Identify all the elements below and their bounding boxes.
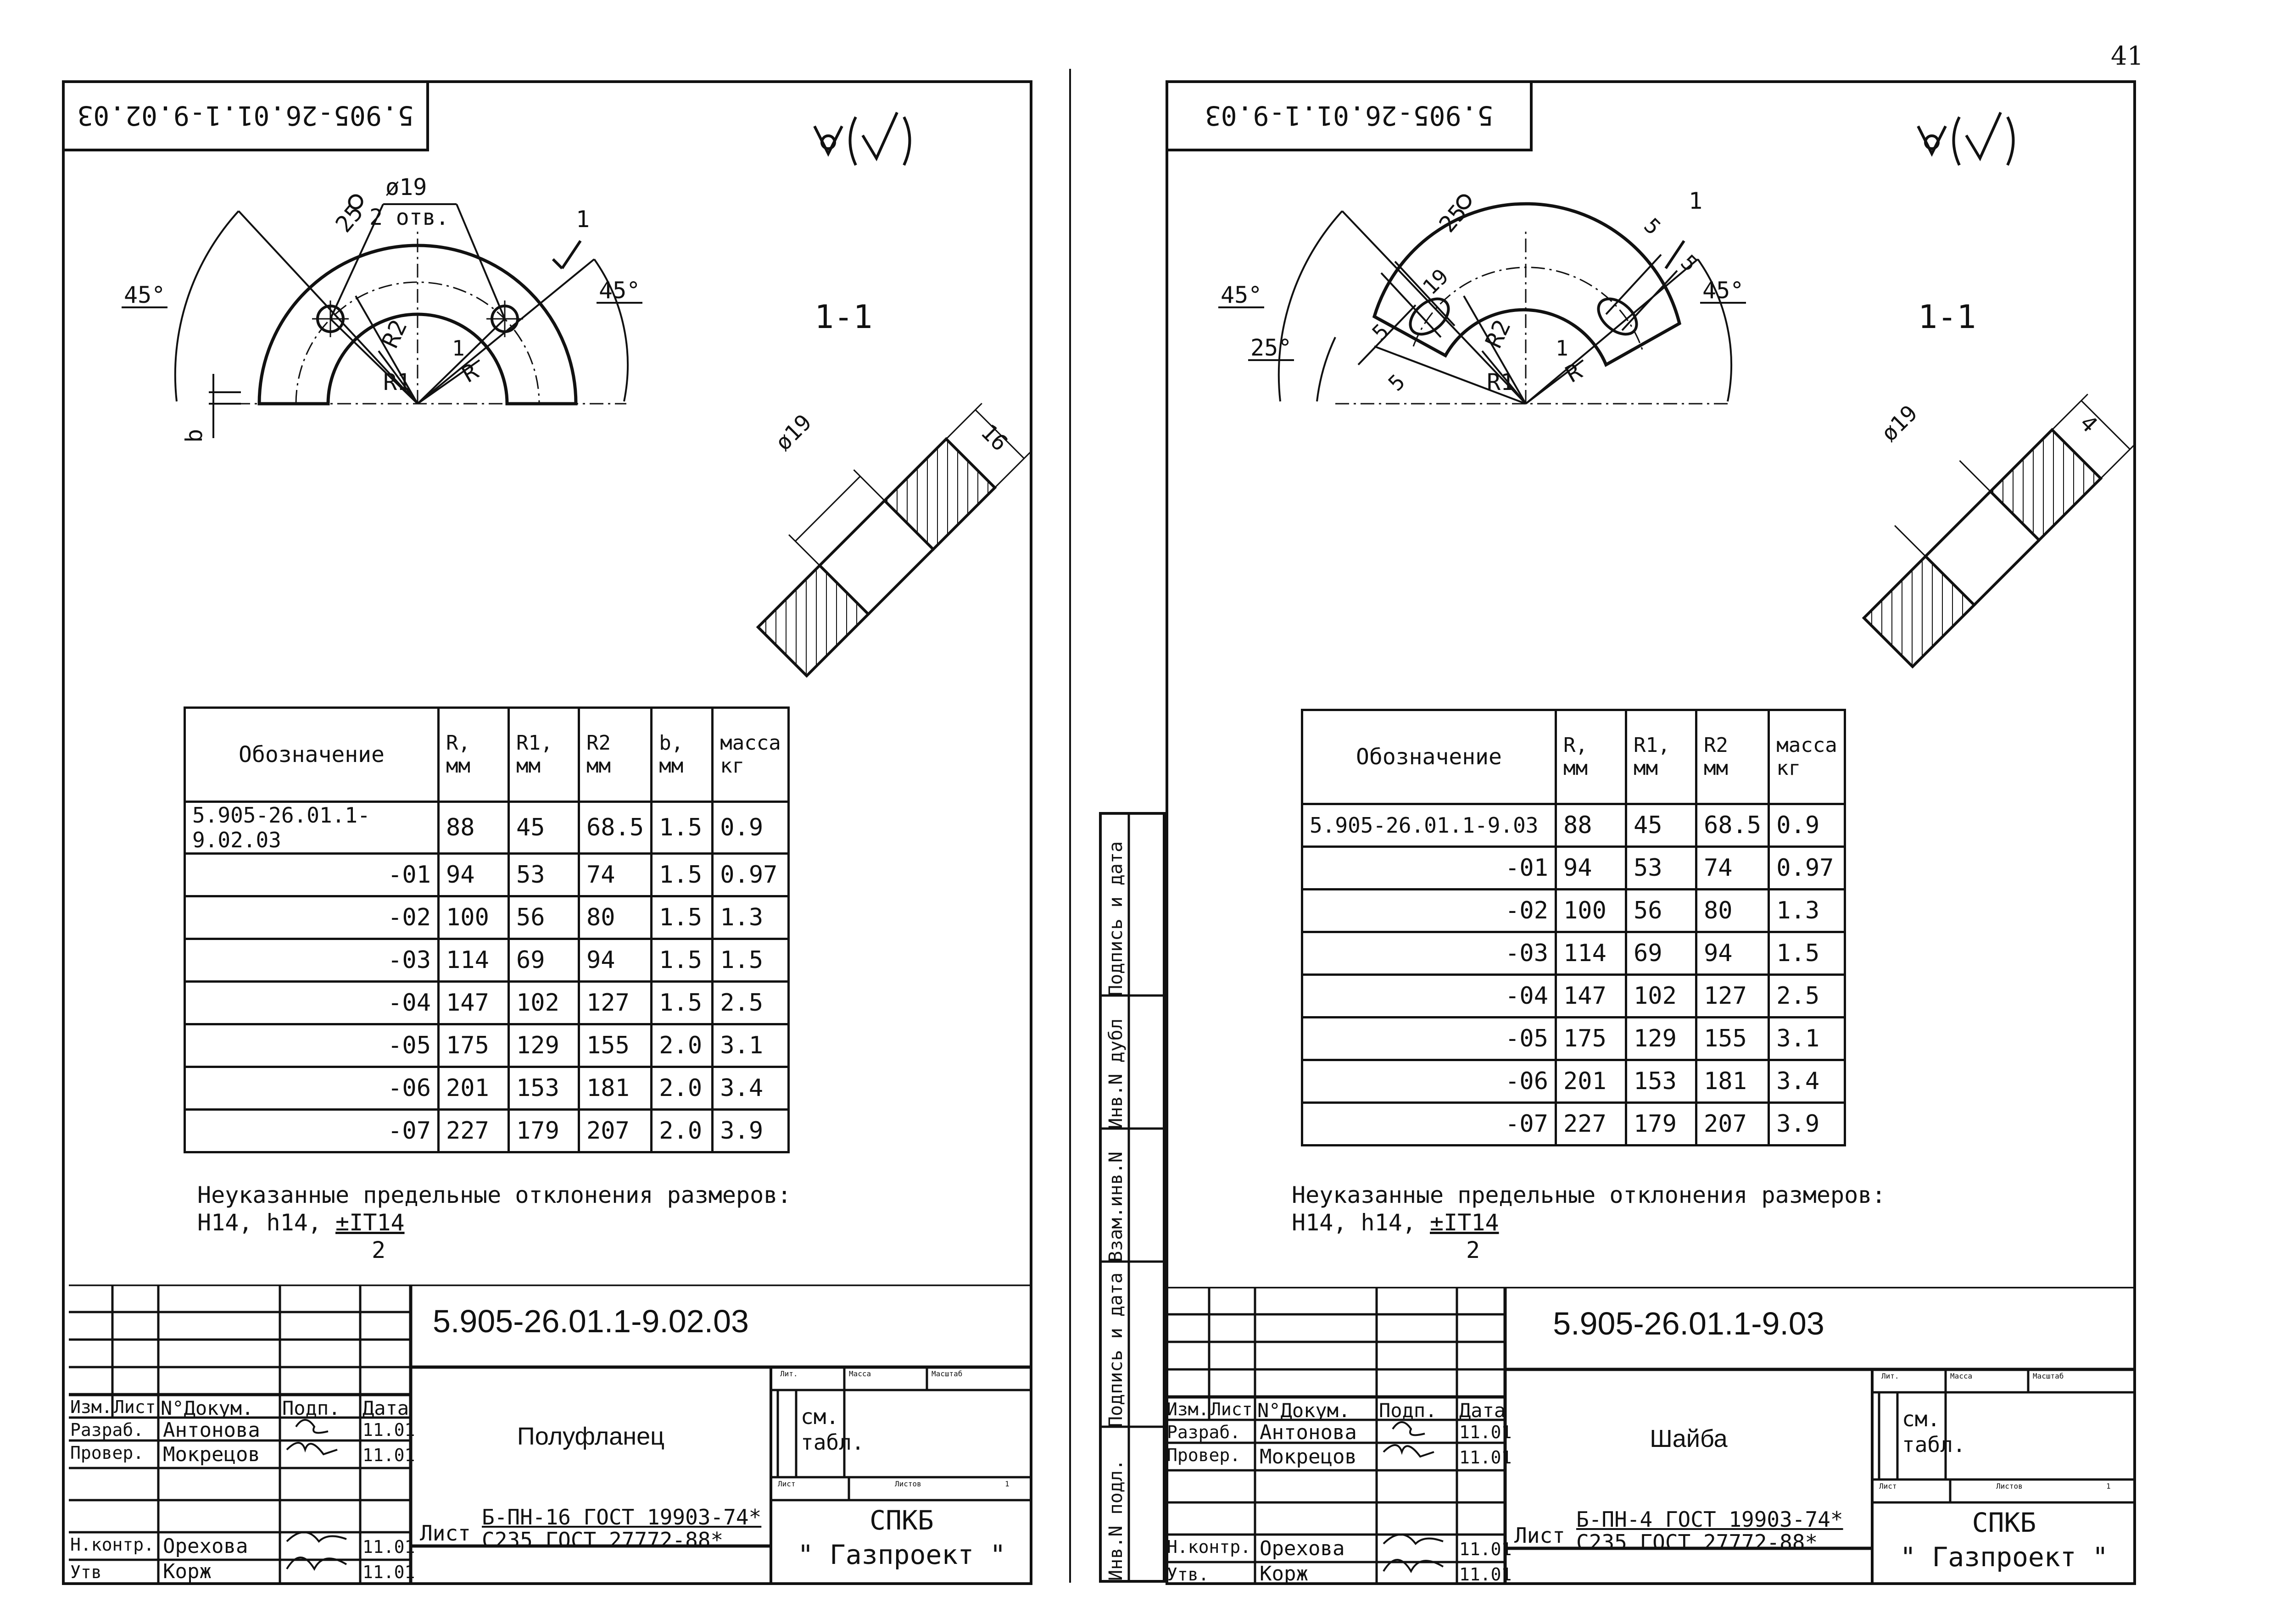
svg-text:1: 1 (1689, 188, 1702, 214)
svg-text:25°: 25° (1250, 334, 1292, 361)
left-title-block: 5.905-26.01.1-9.02.03 Полуфланец Лит. Ма… (69, 1285, 1032, 1583)
right-part-name: Шайба (1650, 1425, 1728, 1452)
right-drawing: 25 19 45° 25° 45° 1 1 R R1 R2 5 5 5 5 1-… (1218, 111, 2136, 669)
right-spec-table: Обозначение R, мм R1, мм R2 мм масса кг … (1301, 709, 1846, 1146)
svg-text:ø19: ø19 (1876, 400, 1923, 447)
th-r1: R1, мм (508, 706, 580, 803)
sec-thick: 16 (976, 419, 1013, 456)
svg-text:5: 5 (1383, 369, 1410, 396)
sheet-divider (1069, 69, 1071, 1583)
signatures (286, 1419, 347, 1571)
dim-r1: R1 (383, 369, 411, 395)
left-drawing: 25 ø19 2 отв. 45° 45° 1 1 R R1 R2 b 1-1 … (122, 111, 1031, 678)
page-number: 41 (2111, 41, 2144, 71)
dim-25: 25 (330, 199, 368, 237)
svg-text:25: 25 (1434, 199, 1472, 237)
th-r2: R2 мм (577, 706, 653, 803)
left-spec-table: Обозначение R, мм R1, мм R2 мм b, мм мас… (184, 706, 790, 1153)
right-tolerance-note: Неуказанные предельные отклонения размер… (1292, 1182, 1886, 1263)
roughness-symbol (813, 111, 911, 166)
dim-b: b (181, 429, 207, 443)
section-mark: 1 (576, 206, 590, 233)
dim-hole: ø19 (385, 174, 427, 200)
svg-text:4: 4 (2075, 410, 2103, 438)
th-r: R, мм (437, 706, 510, 803)
th-designation: Обозначение (184, 706, 440, 803)
right-sheet-frame (1166, 80, 2136, 1585)
left-tolerance-note: Неуказанные предельные отклонения размер… (197, 1182, 792, 1263)
left-title-code: 5.905-26.01.1-9.02.03 (433, 1303, 749, 1339)
svg-text:R1: R1 (1487, 369, 1514, 395)
vertical-stamp-column: Подпись и дата Инв.N дубл Взам.инв.N Под… (1099, 812, 1166, 1583)
section-label: 1-1 (814, 298, 872, 336)
half-flange-shape (257, 244, 578, 406)
svg-text:45°: 45° (1221, 282, 1262, 308)
svg-text:5: 5 (1676, 250, 1702, 277)
signatures (1383, 1421, 1444, 1574)
dim-holes-count: 2 отв. (369, 205, 449, 230)
washer-shape (1372, 202, 1682, 367)
th-mass: масса кг (711, 706, 790, 803)
right-title-code: 5.905-26.01.1-9.03 (1553, 1306, 1824, 1341)
th-b: b, мм (650, 706, 714, 803)
svg-text:45°: 45° (1702, 277, 1744, 304)
svg-text:1-1: 1-1 (1918, 298, 1976, 336)
dim-one-b: 1 (452, 336, 465, 361)
svg-text:19: 19 (1418, 264, 1453, 299)
left-code-box: 5.905-26.01.1-9.02.03 (62, 80, 429, 151)
svg-text:R: R (1561, 358, 1587, 388)
svg-text:R2: R2 (1480, 316, 1516, 352)
svg-text:1: 1 (1556, 336, 1568, 361)
dim-45-right: 45° (599, 277, 640, 304)
right-title-block: 5.905-26.01.1-9.03 Шайба Лит. Масса Масш… (1166, 1287, 2136, 1585)
left-part-name: Полуфланец (517, 1423, 665, 1450)
right-code-box: 5.905-26.01.1-9.03 (1166, 80, 1533, 151)
left-sheet-frame (62, 80, 1032, 1585)
sec-hole: ø19 (770, 410, 817, 456)
section-view (756, 403, 1031, 678)
svg-text:5: 5 (1639, 213, 1666, 240)
dim-45-left: 45° (124, 282, 165, 308)
